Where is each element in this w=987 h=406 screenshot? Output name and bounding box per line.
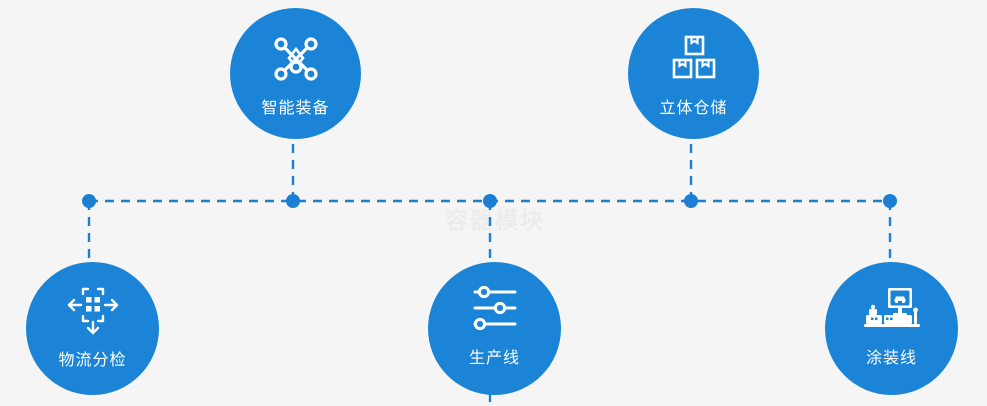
sorting-arrows-icon <box>65 284 121 336</box>
circle-label-logistics: 物流分检 <box>58 350 127 369</box>
circle-label-production: 生产线 <box>468 348 520 367</box>
node-dot-coating[interactable] <box>883 194 897 208</box>
network-nodes-icon <box>270 34 322 84</box>
circle-label-coating: 涂装线 <box>865 348 917 367</box>
circle-label-smart-equipment: 智能装备 <box>261 98 330 117</box>
circle-warehouse[interactable]: 立体仓储 <box>628 8 759 139</box>
circle-production[interactable]: 生产线 <box>428 262 561 395</box>
circle-label-warehouse: 立体仓储 <box>659 98 728 117</box>
watermark-text: 容器模块 <box>445 208 545 234</box>
node-dot-production[interactable] <box>483 194 497 208</box>
node-dot-smart-equipment[interactable] <box>286 194 300 208</box>
sliders-icon <box>467 284 523 332</box>
circle-smart-equipment[interactable]: 智能装备 <box>230 8 361 139</box>
workstation-monitor-icon <box>862 286 922 332</box>
circle-coating[interactable]: 涂装线 <box>825 262 958 395</box>
node-dot-logistics[interactable] <box>82 194 96 208</box>
node-dot-warehouse[interactable] <box>684 194 698 208</box>
circle-logistics[interactable]: 物流分检 <box>26 262 159 395</box>
stacked-boxes-icon <box>668 34 720 84</box>
